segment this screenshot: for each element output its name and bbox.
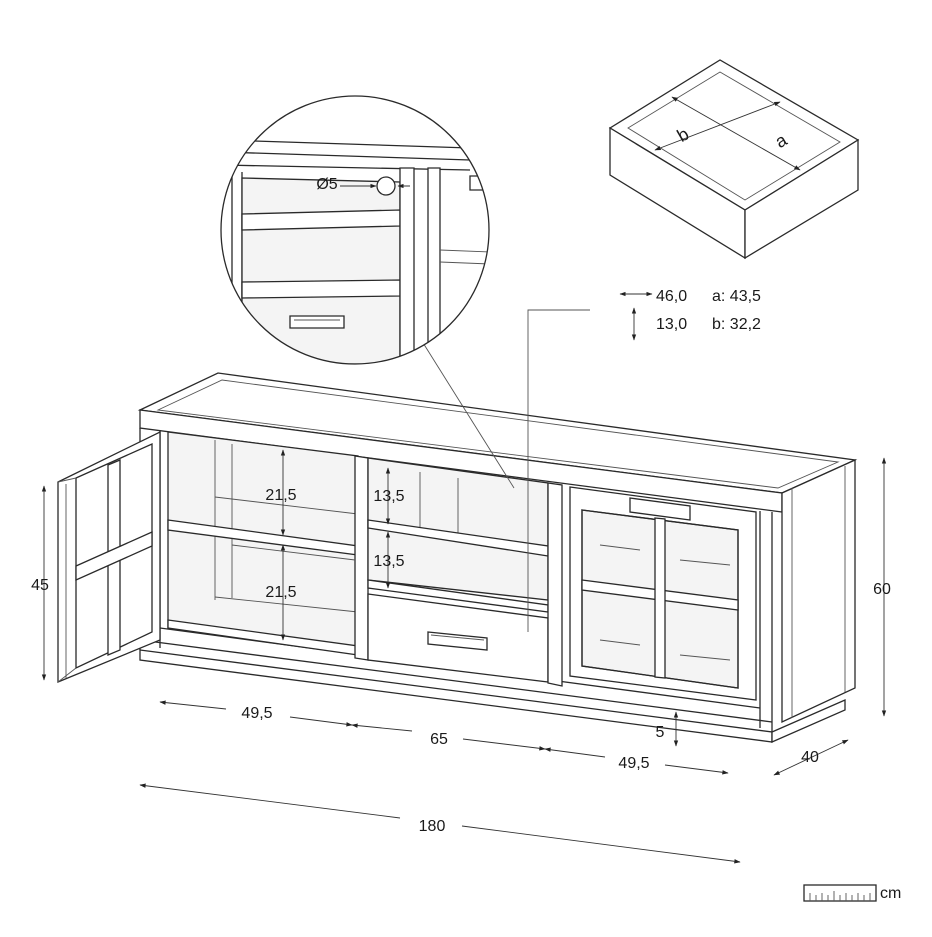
dim-height-left: 45 xyxy=(31,577,49,594)
right-door[interactable] xyxy=(569,486,757,701)
dimension-lines xyxy=(41,449,887,864)
dim-total-width: 180 xyxy=(419,818,446,835)
dim-shelf-left-lower: 21,5 xyxy=(265,584,296,601)
dim-cable-hole: Ø5 xyxy=(316,176,337,193)
ruler-icon xyxy=(803,884,877,902)
drawer-b-label: b: 32,2 xyxy=(712,316,761,333)
dimension-labels: 45 60 21,5 21,5 13,5 13,5 49,5 65 49,5 5… xyxy=(31,487,891,835)
dim-height-right: 60 xyxy=(873,581,891,598)
left-door-open[interactable] xyxy=(57,430,161,683)
dim-width-middle: 65 xyxy=(430,731,448,748)
cabinet-right-side xyxy=(781,458,856,724)
middle-compartment xyxy=(367,457,549,683)
right-drawer-handle xyxy=(629,497,691,521)
drawer-box-icon: b a xyxy=(608,59,860,260)
left-compartment xyxy=(167,431,359,656)
drawer-inner-height: 13,0 xyxy=(656,316,687,333)
dim-shelf-left-upper: 21,5 xyxy=(265,487,296,504)
dim-depth: 40 xyxy=(801,749,819,766)
tv-cabinet xyxy=(57,372,858,743)
drawer-leader xyxy=(527,309,590,632)
cable-hole xyxy=(376,176,396,196)
drawer-inner-width: 46,0 xyxy=(656,288,687,305)
unit-legend: cm xyxy=(803,884,901,902)
dim-shelf-middle-lower: 13,5 xyxy=(373,553,404,570)
dim-width-left: 49,5 xyxy=(241,705,272,722)
dim-plinth: 5 xyxy=(656,724,665,741)
unit-label: cm xyxy=(880,885,901,902)
dim-width-right: 49,5 xyxy=(618,755,649,772)
detail-callout: Ø5 xyxy=(220,95,515,489)
drawer-a-label: a: 43,5 xyxy=(712,288,761,305)
detail-drawer-handle xyxy=(289,315,345,329)
dim-shelf-middle-upper: 13,5 xyxy=(373,488,404,505)
drawer-info: 46,0 13,0 a: 43,5 b: 32,2 xyxy=(619,288,761,341)
